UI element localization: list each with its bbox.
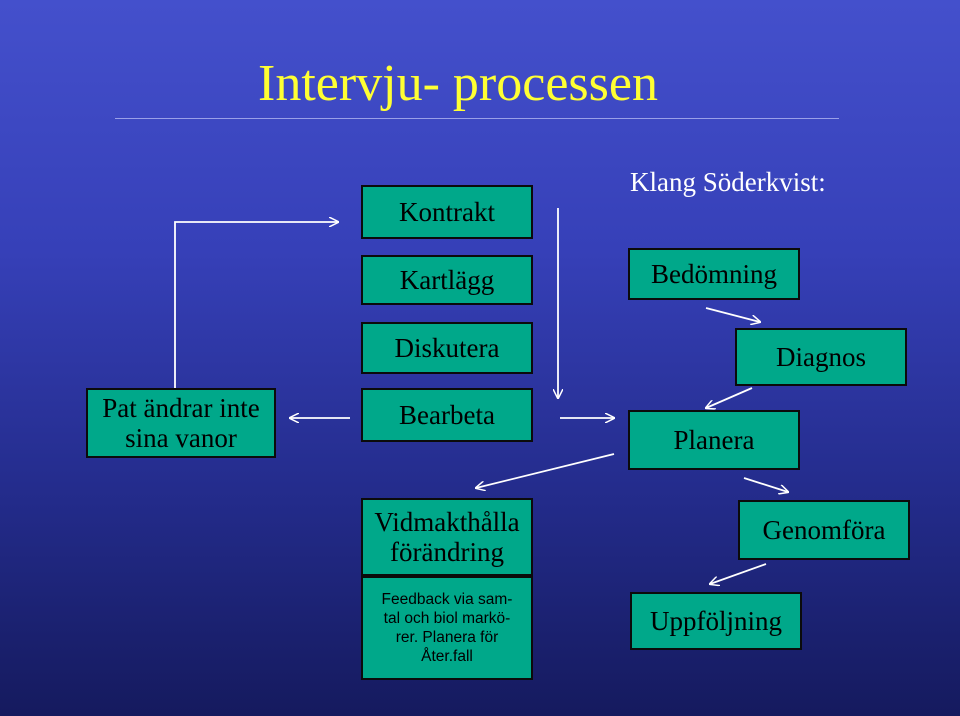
step-vidmakthalla-line1: Vidmakthålla <box>374 507 520 537</box>
step-genomfora: Genomföra <box>738 500 910 560</box>
step-bearbeta: Bearbeta <box>361 388 533 442</box>
title-divider <box>115 118 839 119</box>
feedback-note-line4: Åter.fall <box>421 648 473 665</box>
slide-title: Intervju- processen <box>258 55 658 112</box>
step-vidmakthalla: Vidmakthålla förändring <box>361 498 533 576</box>
feedback-note-line2: tal och biol markö- <box>383 610 511 627</box>
step-vidmakthalla-line2: förändring <box>390 537 504 567</box>
planera-to-genomfora-arrow <box>743 477 788 492</box>
step-diskutera-label: Diskutera <box>394 333 500 363</box>
loop-arrow <box>174 222 338 392</box>
diagonal-to-vidmakthalla-arrow <box>476 453 615 488</box>
step-bearbeta-label: Bearbeta <box>399 400 495 430</box>
step-planera: Planera <box>628 410 800 470</box>
feedback-note-line3: rer. Planera för <box>395 629 499 646</box>
step-diagnos-label: Diagnos <box>776 342 866 372</box>
side-note-line2: sina vanor <box>125 423 237 453</box>
genomfora-to-uppfoljning-arrow <box>710 563 767 584</box>
step-uppfoljning-label: Uppföljning <box>650 606 782 636</box>
step-kartlagg: Kartlägg <box>361 255 533 305</box>
bedomning-to-diagnos-arrow <box>705 307 760 322</box>
klang-heading: Klang Söderkvist: <box>630 167 826 197</box>
step-diagnos: Diagnos <box>735 328 907 386</box>
step-uppfoljning: Uppföljning <box>630 592 802 650</box>
step-kartlagg-label: Kartlägg <box>399 265 495 295</box>
step-kontrakt: Kontrakt <box>361 185 533 239</box>
step-genomfora-label: Genomföra <box>762 515 886 545</box>
side-note-box: Pat ändrar inte sina vanor <box>86 388 276 458</box>
step-diskutera: Diskutera <box>361 322 533 374</box>
feedback-note-box: Feedback via sam- tal och biol markö- re… <box>361 576 533 680</box>
feedback-note-line1: Feedback via sam- <box>381 591 513 608</box>
step-kontrakt-label: Kontrakt <box>399 197 495 227</box>
step-bedomning: Bedömning <box>628 248 800 300</box>
step-planera-label: Planera <box>673 425 755 455</box>
side-note-line1: Pat ändrar inte <box>102 393 260 423</box>
step-bedomning-label: Bedömning <box>651 259 777 289</box>
diagnos-to-planera-arrow <box>706 387 753 408</box>
